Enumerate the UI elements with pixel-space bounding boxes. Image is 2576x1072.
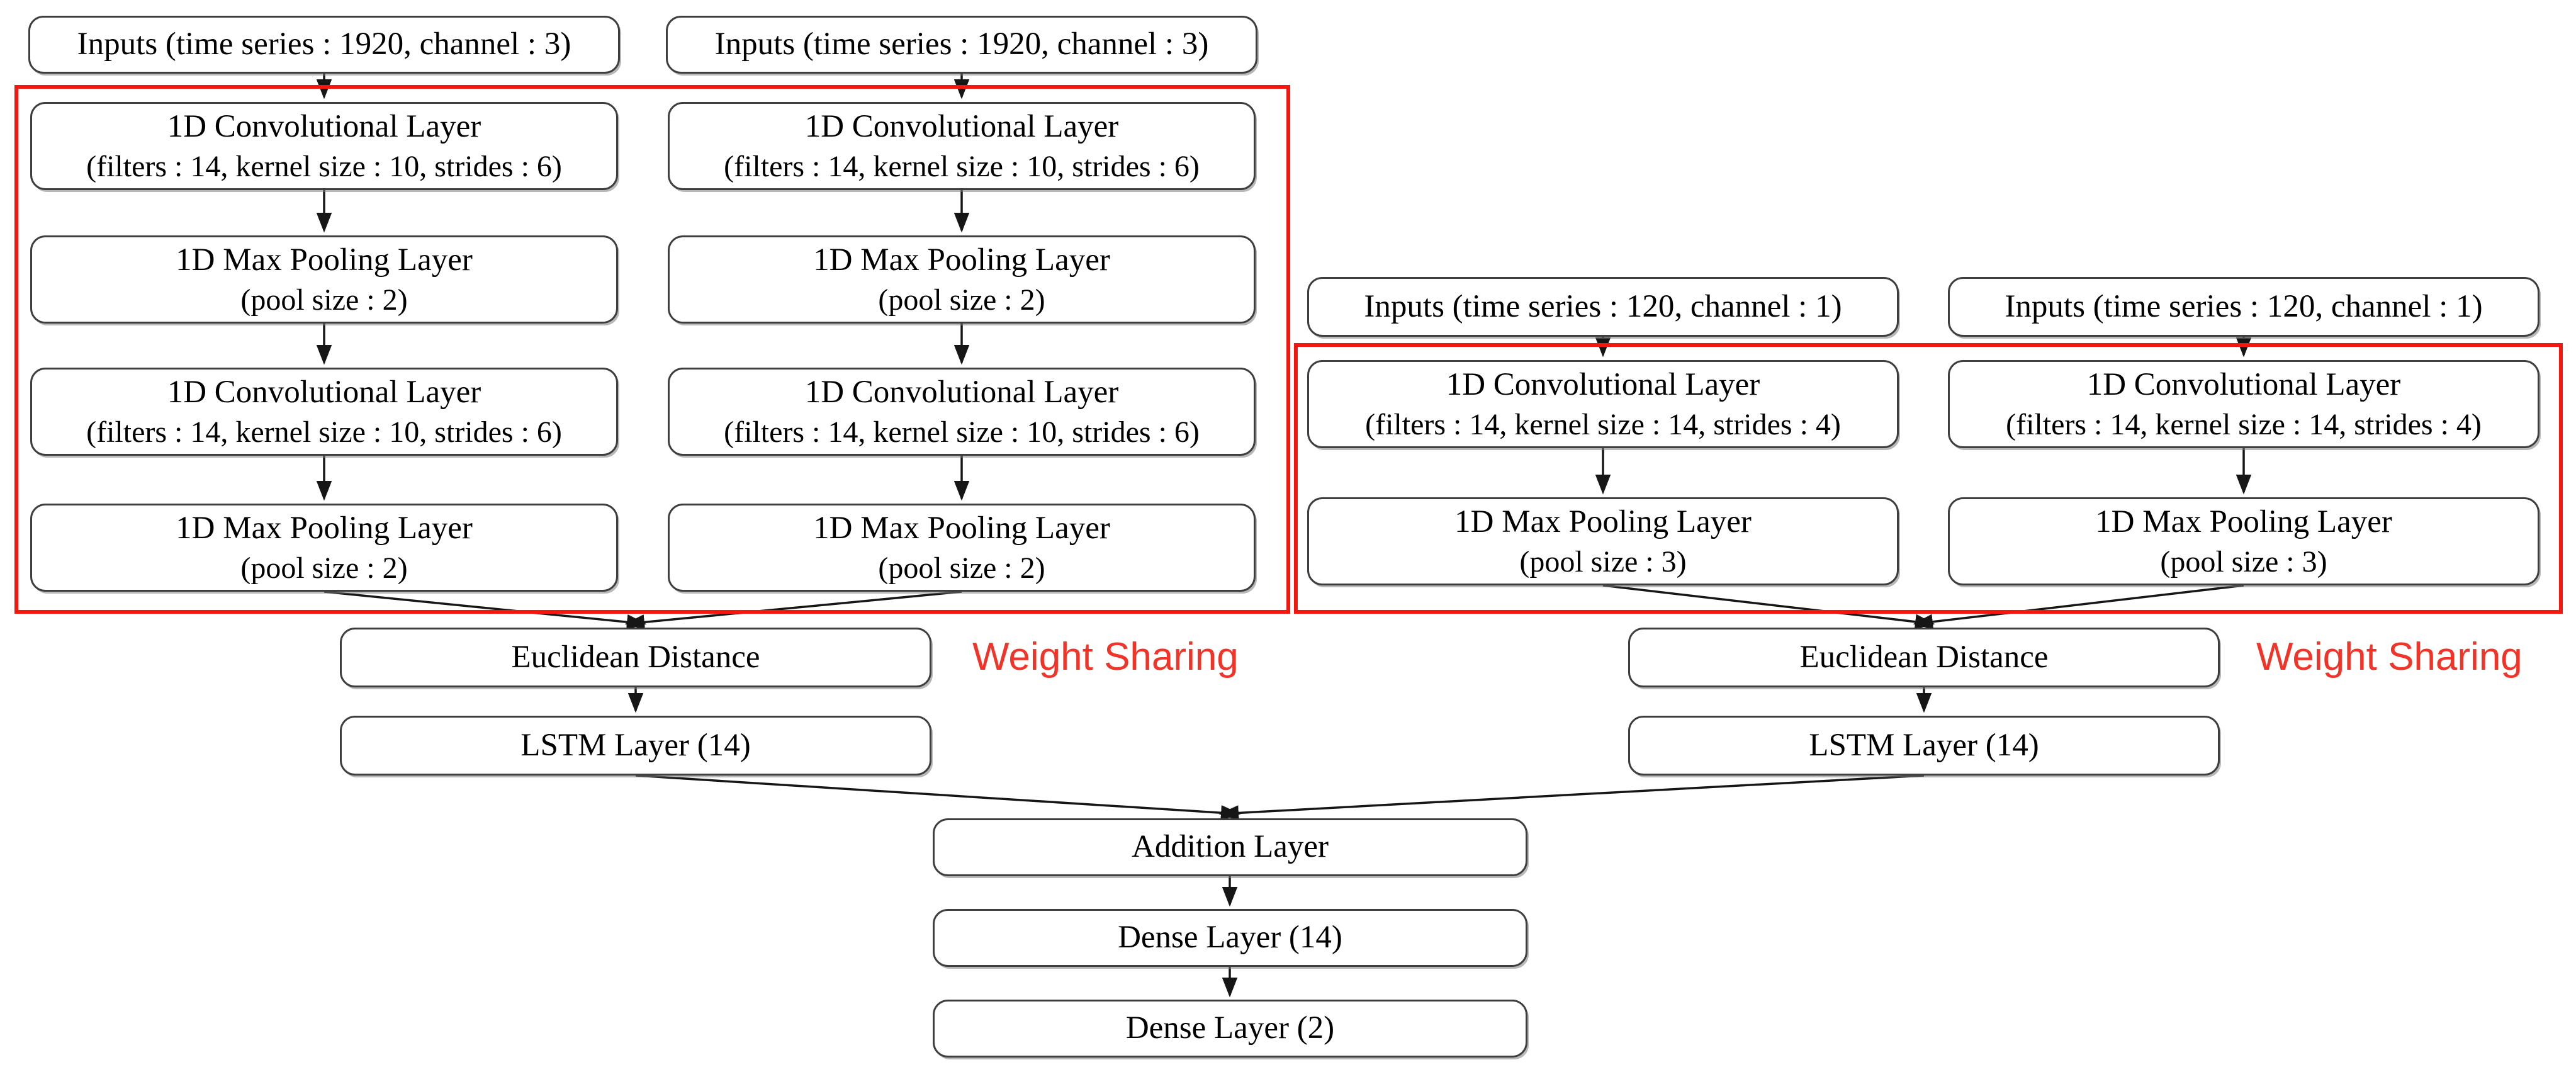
node-title: 1D Convolutional Layer xyxy=(1446,366,1760,402)
node-pool1-left-b: 1D Max Pooling Layer (pool size : 2) xyxy=(668,235,1256,324)
node-lstm-right: LSTM Layer (14) xyxy=(1628,716,2220,776)
node-title: 1D Convolutional Layer xyxy=(804,108,1119,144)
node-label: LSTM Layer (14) xyxy=(520,727,751,763)
node-label: Euclidean Distance xyxy=(511,639,760,675)
node-input-left-a: Inputs (time series : 1920, channel : 3) xyxy=(28,16,620,74)
node-title: 1D Max Pooling Layer xyxy=(2095,504,2392,539)
node-euclidean-left: Euclidean Distance xyxy=(340,628,931,687)
node-conv2-left-b: 1D Convolutional Layer (filters : 14, ke… xyxy=(668,368,1256,456)
node-lstm-left: LSTM Layer (14) xyxy=(340,716,931,776)
node-params: (pool size : 3) xyxy=(1519,544,1687,578)
node-conv-right-b: 1D Convolutional Layer (filters : 14, ke… xyxy=(1948,360,2539,448)
node-label: Inputs (time series : 120, channel : 1) xyxy=(2005,288,2483,324)
node-title: 1D Convolutional Layer xyxy=(167,108,481,144)
node-dense-2: Dense Layer (2) xyxy=(933,1000,1527,1058)
node-title: 1D Convolutional Layer xyxy=(2086,366,2401,402)
node-pool2-left-b: 1D Max Pooling Layer (pool size : 2) xyxy=(668,504,1256,592)
node-title: 1D Convolutional Layer xyxy=(167,374,481,410)
node-label: Addition Layer xyxy=(1132,829,1329,865)
node-title: 1D Max Pooling Layer xyxy=(176,510,473,546)
node-title: 1D Max Pooling Layer xyxy=(1454,504,1752,539)
node-title: 1D Max Pooling Layer xyxy=(813,510,1110,546)
node-label: Euclidean Distance xyxy=(1799,639,2049,675)
node-input-left-b: Inputs (time series : 1920, channel : 3) xyxy=(666,16,1257,74)
node-conv2-left-a: 1D Convolutional Layer (filters : 14, ke… xyxy=(30,368,618,456)
node-title: 1D Max Pooling Layer xyxy=(813,242,1110,278)
node-label: LSTM Layer (14) xyxy=(1809,727,2039,763)
node-title: 1D Convolutional Layer xyxy=(804,374,1119,410)
node-params: (filters : 14, kernel size : 10, strides… xyxy=(724,149,1200,183)
node-params: (filters : 14, kernel size : 14, strides… xyxy=(2006,407,2482,441)
node-label: Inputs (time series : 120, channel : 1) xyxy=(1364,288,1842,324)
node-label: Dense Layer (14) xyxy=(1118,920,1342,956)
node-params: (pool size : 3) xyxy=(2160,544,2327,578)
node-params: (filters : 14, kernel size : 10, strides… xyxy=(724,415,1200,449)
node-conv-right-a: 1D Convolutional Layer (filters : 14, ke… xyxy=(1307,360,1899,448)
node-input-right-a: Inputs (time series : 120, channel : 1) xyxy=(1307,277,1899,337)
node-params: (filters : 14, kernel size : 10, strides… xyxy=(86,149,562,183)
node-addition: Addition Layer xyxy=(933,818,1527,876)
node-dense-14: Dense Layer (14) xyxy=(933,909,1527,967)
node-euclidean-right: Euclidean Distance xyxy=(1628,628,2220,687)
node-pool-right-b: 1D Max Pooling Layer (pool size : 3) xyxy=(1948,497,2539,585)
node-conv1-left-a: 1D Convolutional Layer (filters : 14, ke… xyxy=(30,102,618,190)
node-params: (filters : 14, kernel size : 14, strides… xyxy=(1365,407,1841,441)
node-pool2-left-a: 1D Max Pooling Layer (pool size : 2) xyxy=(30,504,618,592)
node-params: (pool size : 2) xyxy=(240,551,408,585)
node-title: 1D Max Pooling Layer xyxy=(176,242,473,278)
node-label: Inputs (time series : 1920, channel : 3) xyxy=(714,26,1209,62)
node-params: (pool size : 2) xyxy=(878,551,1045,585)
node-params: (pool size : 2) xyxy=(878,283,1045,317)
node-params: (filters : 14, kernel size : 10, strides… xyxy=(86,415,562,449)
node-label: Inputs (time series : 1920, channel : 3) xyxy=(77,26,571,62)
weight-sharing-label-right: Weight Sharing xyxy=(2256,635,2523,679)
node-pool-right-a: 1D Max Pooling Layer (pool size : 3) xyxy=(1307,497,1899,585)
weight-sharing-label-left: Weight Sharing xyxy=(972,635,1239,679)
node-label: Dense Layer (2) xyxy=(1125,1010,1335,1046)
node-params: (pool size : 2) xyxy=(240,283,408,317)
node-input-right-b: Inputs (time series : 120, channel : 1) xyxy=(1948,277,2539,337)
node-conv1-left-b: 1D Convolutional Layer (filters : 14, ke… xyxy=(668,102,1256,190)
node-pool1-left-a: 1D Max Pooling Layer (pool size : 2) xyxy=(30,235,618,324)
